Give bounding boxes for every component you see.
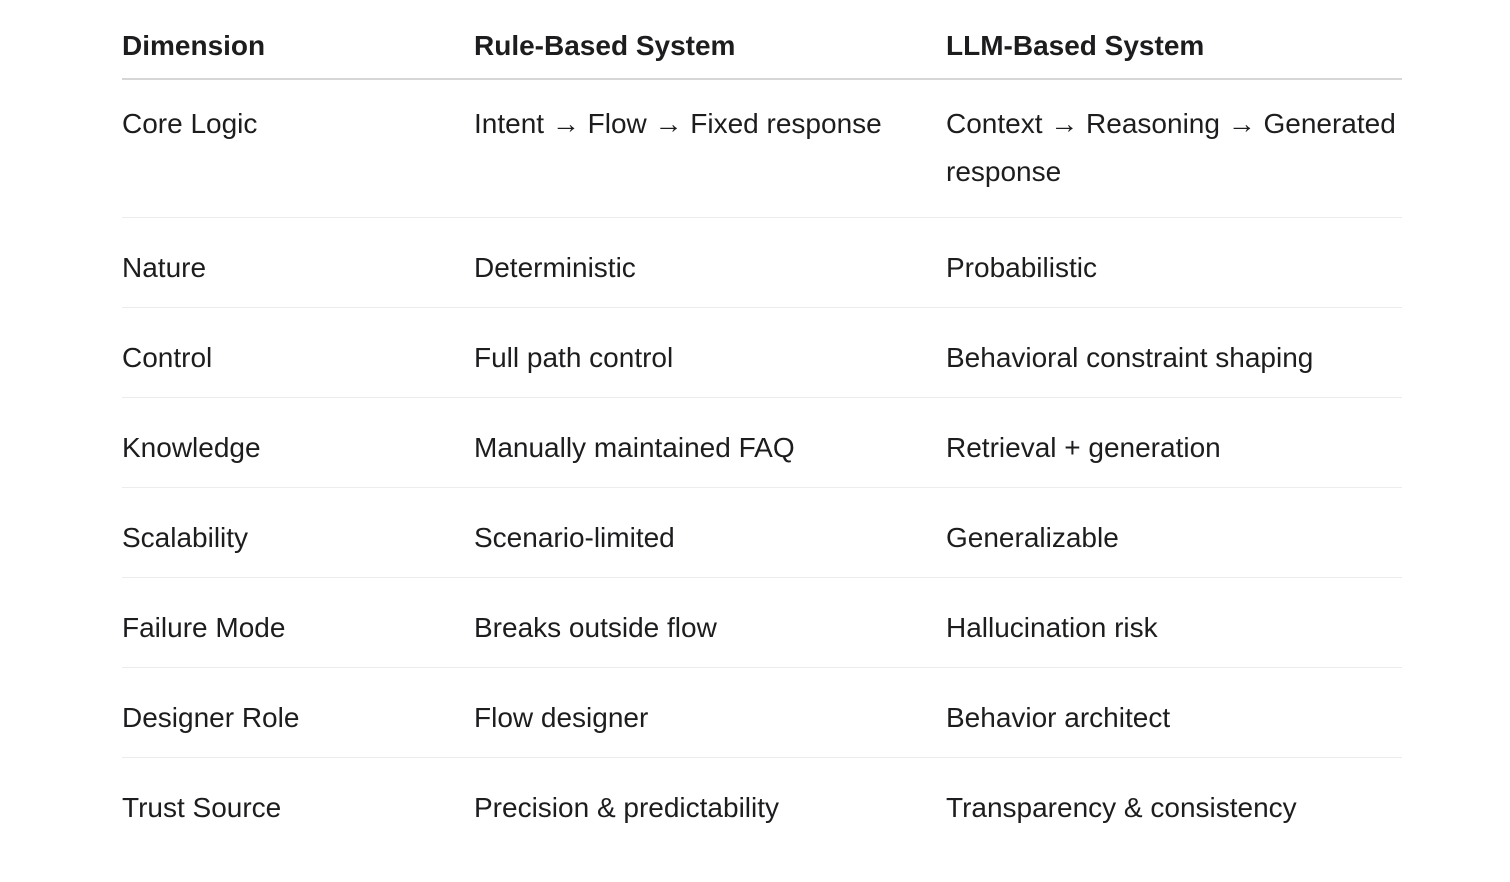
- cell-rule-based: Full path control: [474, 342, 674, 373]
- cell-dimension: Scalability: [122, 522, 249, 553]
- cell-dimension: Nature: [122, 252, 207, 283]
- cell-llm-based: Retrieval + generation: [946, 432, 1221, 463]
- header-dimension: Dimension: [122, 30, 266, 61]
- table-row: Designer Role Flow designer Behavior arc…: [122, 668, 1402, 758]
- table-row: Scalability Scenario-limited Generalizab…: [122, 488, 1402, 578]
- table-row: Trust Source Precision & predictability …: [122, 758, 1402, 848]
- cell-dimension: Knowledge: [122, 432, 261, 463]
- cell-rule-based: Flow designer: [474, 702, 649, 733]
- cell-llm-based: Behavior architect: [946, 702, 1171, 733]
- cell-dimension: Core Logic: [122, 108, 258, 139]
- cell-rule-based: Precision & predictability: [474, 792, 780, 823]
- cell-llm-based: Probabilistic: [946, 252, 1097, 283]
- cell-rule-based: Intent → Flow → Fixed response: [474, 108, 882, 139]
- cell-dimension: Trust Source: [122, 792, 282, 823]
- cell-llm-based: Hallucination risk: [946, 612, 1158, 643]
- header-llm-based-system: LLM-Based System: [946, 30, 1205, 61]
- cell-dimension: Failure Mode: [122, 612, 286, 643]
- cell-rule-based: Breaks outside flow: [474, 612, 717, 643]
- cell-rule-based: Scenario-limited: [474, 522, 675, 553]
- table-row: Control Full path control Behavioral con…: [122, 308, 1402, 398]
- table-row: Failure Mode Breaks outside flow Halluci…: [122, 578, 1402, 668]
- cell-llm-based: Behavioral constraint shaping: [946, 342, 1314, 373]
- header-rule-based-system: Rule-Based System: [474, 30, 736, 61]
- cell-rule-based: Deterministic: [474, 252, 636, 283]
- cell-dimension: Designer Role: [122, 702, 300, 733]
- cell-llm-based: Generalizable: [946, 522, 1119, 553]
- cell-llm-based: Context → Reasoning → Generated response: [946, 108, 1396, 187]
- cell-rule-based: Manually maintained FAQ: [474, 432, 795, 463]
- table-row: Knowledge Manually maintained FAQ Retrie…: [122, 398, 1402, 488]
- table-row: Core Logic Intent → Flow → Fixed respons…: [122, 80, 1402, 218]
- cell-dimension: Control: [122, 342, 213, 373]
- comparison-table: Dimension Rule-Based System LLM-Based Sy…: [122, 0, 1402, 848]
- cell-llm-based: Transparency & consistency: [946, 792, 1297, 823]
- table-header-row: Dimension Rule-Based System LLM-Based Sy…: [122, 0, 1402, 80]
- table-row: Nature Deterministic Probabilistic: [122, 218, 1402, 308]
